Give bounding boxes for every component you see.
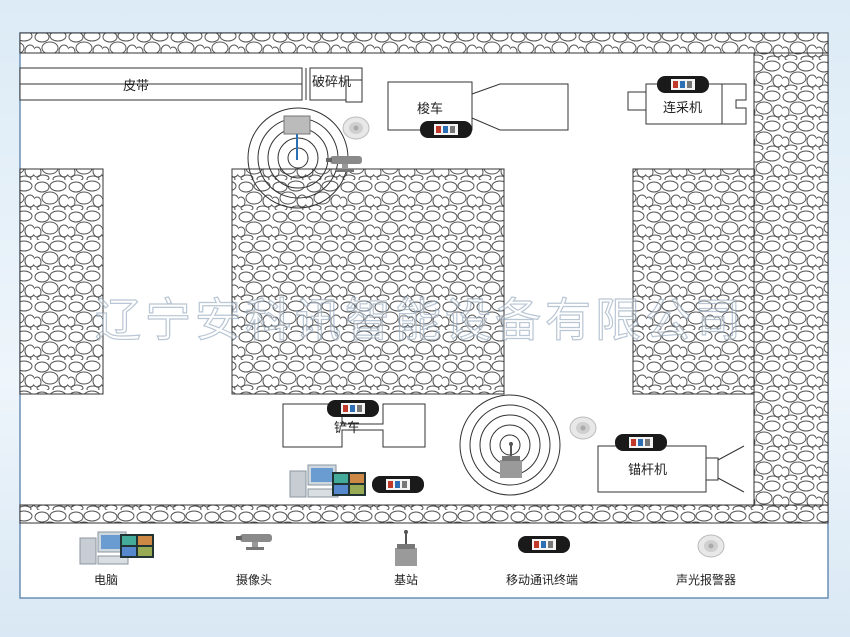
continuous-miner: 连采机 — [627, 76, 747, 125]
roadway-lines — [20, 52, 755, 170]
legend-item-camera: 摄像头 — [236, 534, 272, 587]
legend-label: 移动通讯终端 — [506, 572, 578, 587]
alarm-icon — [569, 416, 597, 440]
roof-bolter-label: 锚杆机 — [628, 463, 667, 478]
legend-label: 摄像头 — [236, 572, 272, 587]
mobile-terminal-icon — [518, 536, 570, 553]
legend: 电脑 摄像头 基站 移动通讯终端 声光报警器 — [79, 529, 736, 587]
legend-item-mobile-terminal: 移动通讯终端 — [506, 536, 578, 587]
continuous-miner-label: 连采机 — [663, 100, 702, 116]
rock-pillar-center — [231, 168, 505, 395]
rock-top-strip — [19, 32, 829, 54]
rock-right-strip — [753, 52, 829, 506]
base-station-top — [283, 115, 311, 160]
rock-bottom-strip — [19, 504, 829, 524]
mobile-terminal-icon — [372, 476, 424, 493]
legend-label: 基站 — [394, 573, 418, 587]
shuttle-car-label: 梭车 — [417, 101, 443, 117]
monitor-screens — [120, 534, 154, 558]
monitor-screens — [332, 472, 366, 496]
watermark: 辽宁安科讯智能设备有限公司 — [95, 293, 745, 347]
legend-item-base-station: 基站 — [394, 529, 418, 587]
roof-bolter: 锚杆机 — [597, 434, 745, 493]
alarm-icon — [697, 534, 725, 558]
rock-pillar-right — [632, 168, 755, 395]
mobile-terminal-icon — [420, 121, 472, 138]
mobile-terminal-icon — [615, 434, 667, 451]
mobile-terminal-icon — [327, 400, 379, 417]
scoop-label: 铲车 — [334, 420, 360, 436]
belt-conveyor: 皮带 — [19, 67, 311, 101]
belt-label: 皮带 — [123, 79, 149, 94]
legend-item-alarm: 声光报警器 — [676, 534, 736, 587]
mobile-terminal-icon — [657, 76, 709, 93]
crusher-label: 破碎机 — [312, 75, 351, 90]
shuttle-car: 梭车 — [387, 81, 569, 138]
legend-label: 声光报警器 — [676, 572, 736, 587]
scoop: 铲车 — [282, 400, 426, 448]
legend-item-computer: 电脑 — [79, 531, 154, 587]
rock-pillar-left — [19, 168, 104, 395]
alarm-icon — [342, 116, 370, 140]
crusher: 破碎机 — [309, 67, 363, 103]
legend-label: 电脑 — [94, 573, 118, 587]
